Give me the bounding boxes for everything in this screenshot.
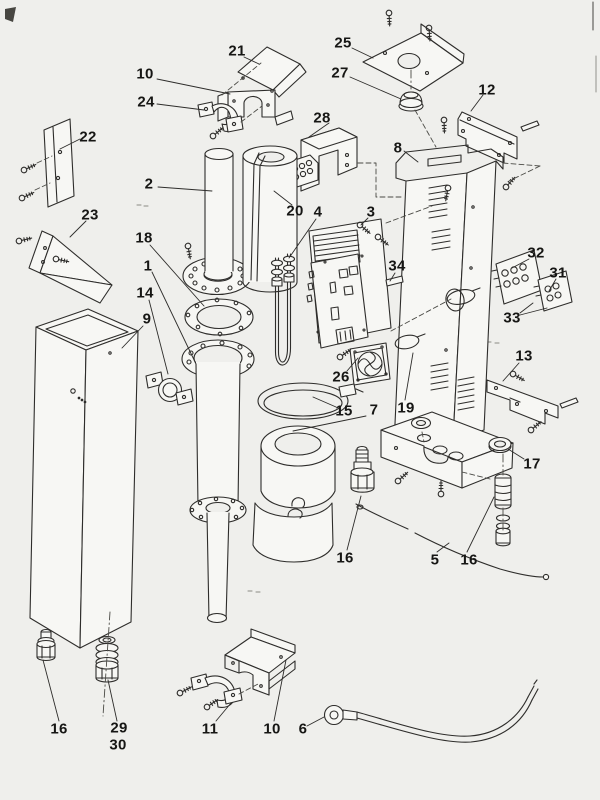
gasket-ring [184,297,254,337]
flanged-tube [181,339,255,624]
strap-bracket [486,369,579,435]
foam-cylinder [252,425,336,563]
pin [520,120,540,132]
pipe-clamp-bottom [175,673,243,712]
insulation-sleeve [242,145,298,293]
pin [559,397,579,409]
gusset-bracket [15,230,113,304]
thermostat-clamp [145,371,194,406]
cooling-fan [335,342,391,386]
pedestal-column [29,308,139,649]
top-plate [362,9,465,92]
slotted-bracket [440,111,540,192]
sealing-washer [488,436,512,454]
circuit-board [280,218,392,349]
terminal-block-32 [491,249,543,305]
capillary-cable [355,503,550,581]
cable-gland-left [350,445,375,493]
pipe-clamp-top [197,101,244,141]
mounting-plate [17,118,75,208]
gland-16-bottom [36,628,56,662]
heatsink [312,229,361,270]
scan-artifacts [5,1,597,593]
cable-ties [385,275,481,350]
cable-gland-right [494,473,512,547]
pole-bracket-top [217,46,307,126]
rubber-grommet [398,91,424,112]
dashed-guides [34,62,541,717]
clip-34 [385,275,404,287]
heating-element [270,253,296,366]
terminal-block-31 [533,270,573,312]
oval-cutout [445,288,465,312]
vents [428,184,475,411]
leader-lines [42,47,557,727]
pipe-upper [203,147,234,282]
ground-cable [323,679,539,743]
center-lines [102,69,504,717]
gland-29-30 [95,635,119,683]
band-clamp [257,382,364,420]
pole-bracket-bottom [224,628,296,696]
